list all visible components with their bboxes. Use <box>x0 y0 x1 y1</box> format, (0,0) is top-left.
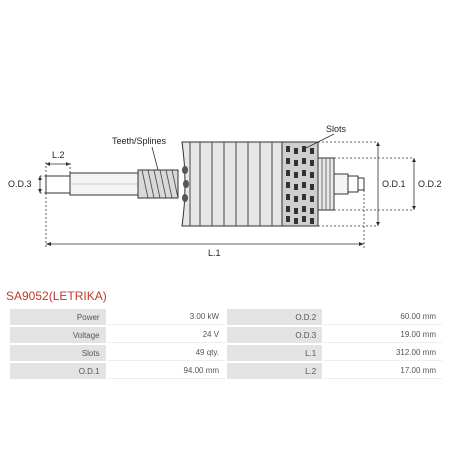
spec-value: 60.00 mm <box>324 309 442 325</box>
slots-label: Slots <box>326 124 347 134</box>
spec-value: 24 V <box>107 327 226 343</box>
commutator <box>281 141 335 227</box>
l2-label: L.2 <box>52 150 65 160</box>
od1-label: O.D.1 <box>382 179 406 189</box>
spec-label: Slots <box>10 345 106 361</box>
teeth-splines <box>137 169 179 199</box>
od2-label: O.D.2 <box>418 179 442 189</box>
dimension-arrows <box>38 142 416 246</box>
shaft <box>45 172 141 196</box>
spec-label: O.D.3 <box>227 327 323 343</box>
spec-value: 312.00 mm <box>324 345 442 361</box>
spec-label: L.2 <box>227 363 323 379</box>
spec-value: 19.00 mm <box>324 327 442 343</box>
spec-label: O.D.2 <box>227 309 323 325</box>
spec-value: 3.00 kW <box>107 309 226 325</box>
shaft-end <box>333 173 365 195</box>
spec-label: Voltage <box>10 327 106 343</box>
spec-label: Power <box>10 309 106 325</box>
l1-label: L.1 <box>208 248 221 258</box>
spec-label: O.D.1 <box>10 363 106 379</box>
armature-diagram: Teeth/Splines Slots L.2 O.D.3 O.D.1 O.D.… <box>8 124 442 258</box>
product-title: SA9052(LETRIKA) <box>6 289 107 303</box>
spec-value: 17.00 mm <box>324 363 442 379</box>
spec-value: 49 qty. <box>107 345 226 361</box>
teeth-splines-label: Teeth/Splines <box>112 136 167 146</box>
dimension-lines <box>39 133 415 248</box>
od3-label: O.D.3 <box>8 179 32 189</box>
spec-label: L.1 <box>227 345 323 361</box>
armature-core <box>181 141 283 227</box>
spec-value: 94.00 mm <box>107 363 226 379</box>
